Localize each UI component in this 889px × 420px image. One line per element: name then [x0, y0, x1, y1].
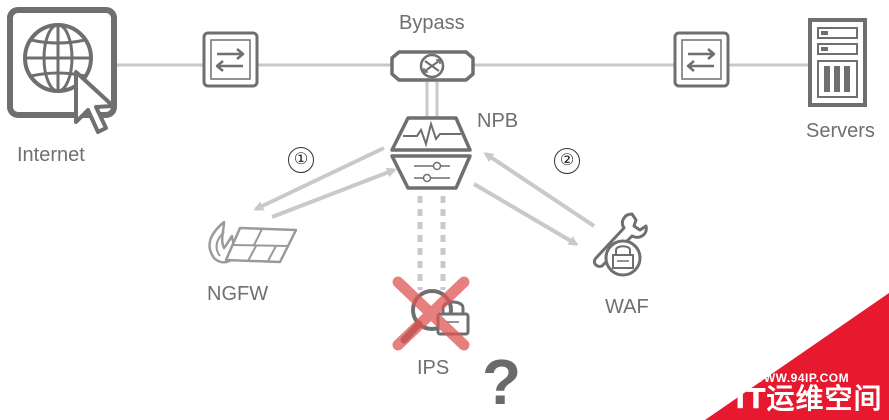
label-npb: NPB	[477, 110, 519, 132]
waf-flow-arrows	[472, 152, 596, 246]
watermark-text: IT运维空间	[735, 382, 883, 415]
step-1-marker: ①	[288, 147, 314, 173]
ngfw-flow-arrows	[253, 146, 397, 219]
internet-icon	[7, 7, 117, 134]
label-waf: WAF	[605, 296, 649, 318]
waf-icon	[592, 212, 648, 277]
bypass-npb-link	[425, 82, 439, 120]
label-ips: IPS	[417, 357, 450, 379]
label-ngfw: NGFW	[207, 283, 269, 305]
label-bypass: Bypass	[399, 12, 465, 34]
watermark-ribbon	[705, 293, 889, 420]
question-mark: ?	[482, 346, 522, 418]
step-2-marker: ②	[554, 148, 580, 174]
label-servers: Servers	[806, 120, 875, 142]
switch-right-icon	[673, 31, 730, 88]
ips-dotted-links	[417, 196, 446, 290]
disabled-cross-icon	[392, 276, 470, 351]
npb-icon	[390, 116, 472, 190]
servers-icon	[808, 18, 867, 107]
label-internet: Internet	[17, 144, 85, 166]
ngfw-icon	[208, 220, 298, 264]
watermark-url: WWW.94IP.COM	[752, 371, 850, 385]
bypass-icon	[390, 50, 475, 82]
switch-left-icon	[202, 31, 259, 88]
